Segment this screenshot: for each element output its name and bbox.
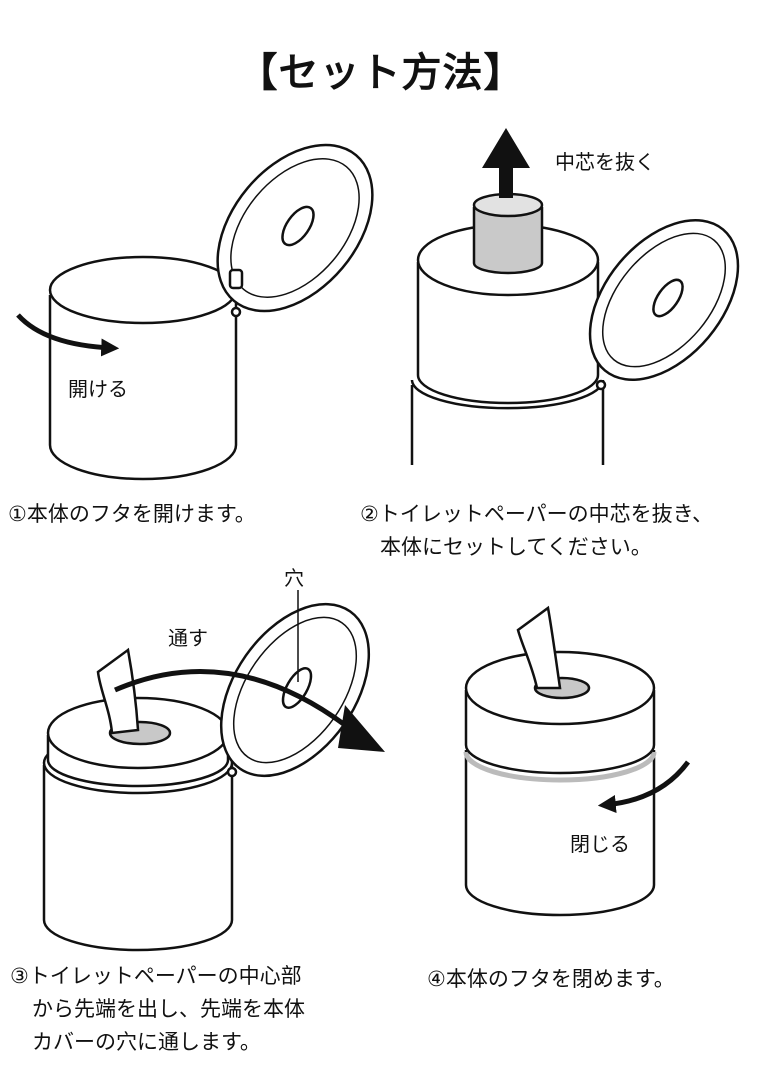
thread-arrow [114, 669, 347, 728]
step4-illustration [463, 605, 657, 917]
step2-caption-line1: ②トイレットペーパーの中芯を抜き、 [360, 502, 714, 526]
open-label: 開ける [68, 377, 128, 401]
step2-illustration [410, 192, 740, 465]
step3-caption-line2: から先端を出し、先端を本体 [32, 997, 305, 1021]
hole-label: 穴 [284, 566, 304, 590]
remove-core-label: 中芯を抜く [555, 150, 655, 174]
close-label: 閉じる [570, 832, 630, 856]
open-arrow [16, 313, 120, 357]
page-title: 【セット方法】 [237, 50, 525, 96]
step2-caption-line2: 本体にセットしてください。 [380, 535, 652, 559]
step1-caption: ①本体のフタを開けます。 [8, 502, 256, 526]
step3-caption-line1: ③トイレットペーパーの中心部 [10, 964, 302, 988]
step3-caption-line3: カバーの穴に通します。 [32, 1030, 261, 1054]
thread-arrowhead [338, 705, 385, 752]
step4-caption: ④本体のフタを閉めます。 [427, 967, 675, 991]
step1-illustration [48, 143, 374, 481]
close-arrow [597, 760, 691, 813]
thread-label: 通す [168, 626, 208, 650]
pull-up-arrow [482, 128, 530, 198]
step3-illustration [42, 602, 371, 952]
